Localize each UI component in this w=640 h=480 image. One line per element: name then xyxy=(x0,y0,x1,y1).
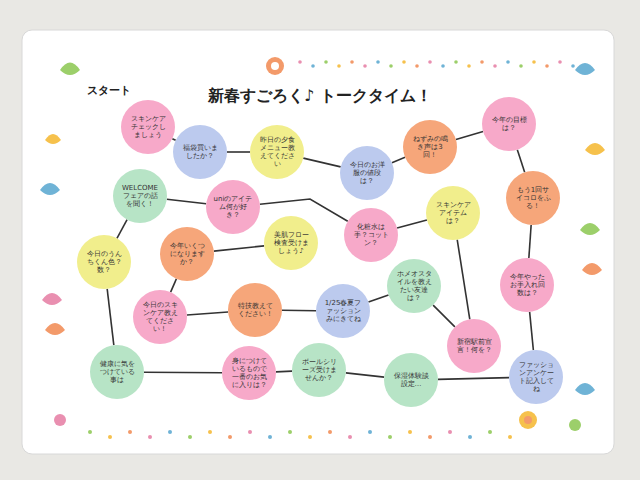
path-line xyxy=(368,295,388,302)
path-line xyxy=(438,378,509,380)
talk-circle: 特技教えてください！ xyxy=(228,283,282,337)
talk-circle: スキンケアアイテムは？ xyxy=(426,186,480,240)
circle-text: 特技教えてください！ xyxy=(236,302,275,318)
talk-circle: 1/25春夏ファッションみにきてね xyxy=(316,284,370,338)
talk-circle: 昨日の夕食メニュー教えてください xyxy=(250,125,304,179)
circle-text: ファッションアンケート記入してね xyxy=(517,361,556,393)
talk-circle: 新宿駅前宣言！何を？ xyxy=(447,319,501,373)
dot-border xyxy=(88,60,575,439)
path-line xyxy=(457,240,470,320)
path-line xyxy=(456,132,483,140)
circle-text: 今年いくつになりますか？ xyxy=(168,242,207,266)
talk-circle: 今年やったお手入れ回数は？ xyxy=(500,258,554,312)
path-line xyxy=(227,151,250,153)
circle-text: 美肌フロー検査受けましょう♪ xyxy=(272,231,311,255)
start-label: スタート xyxy=(87,83,131,98)
path-line xyxy=(107,289,114,345)
talk-circle: もう1回サイコロをふる！ xyxy=(506,171,560,225)
circle-text: ボールシリーズ受けませんか？ xyxy=(300,358,339,382)
talk-circle: 今年いくつになりますか？ xyxy=(160,227,214,281)
circle-text: スキンケアアイテムは？ xyxy=(434,201,473,225)
talk-circle: 今日のうんちくん色？数？ xyxy=(77,235,131,289)
circle-text: 身につけているもので一番のお気に入りは？ xyxy=(230,357,269,389)
circle-text: 健康に気をつけている事は xyxy=(98,360,137,384)
talk-circle: 健康に気をつけている事は xyxy=(90,345,144,399)
path-line xyxy=(346,373,384,377)
talk-circle: 今年の目標は？ xyxy=(482,97,536,151)
circle-text: 保湿体験談設定… xyxy=(392,372,431,388)
talk-circle: 化粧水は手？コットン？ xyxy=(344,208,398,262)
circle-text: 福袋買いましたか？ xyxy=(181,144,220,160)
path-line xyxy=(276,370,292,372)
talk-circle: 今日のお洋服の値段は？ xyxy=(340,146,394,200)
circle-text: 化粧水は手？コットン？ xyxy=(352,223,391,247)
circle-text: もう1回サイコロをふる！ xyxy=(514,186,553,210)
talk-circle: 美肌フロー検査受けましょう♪ xyxy=(264,216,318,270)
path-line xyxy=(517,150,524,173)
circle-text: 今年の目標は？ xyxy=(490,116,529,132)
circle-text: 1/25春夏ファッションみにきてね xyxy=(324,299,363,323)
path-line xyxy=(433,305,455,327)
path-line xyxy=(397,220,427,228)
talk-circle: ボールシリーズ受けませんか？ xyxy=(292,343,346,397)
talk-circle: ねずみの鳴き声は3回！ xyxy=(403,120,457,174)
talk-circle: WELCOMEフェアの話を聞く！ xyxy=(113,169,167,223)
path-line xyxy=(303,158,340,167)
circle-text: ホメオスタイルを教えたい友達は？ xyxy=(395,270,434,302)
circle-text: 昨日の夕食メニュー教えてください xyxy=(258,136,297,168)
path-line xyxy=(260,199,348,221)
path-line xyxy=(171,279,177,292)
path-line xyxy=(282,310,316,312)
path-line xyxy=(529,225,531,258)
path-line xyxy=(392,157,405,162)
circle-text: 新宿駅前宣言！何を？ xyxy=(455,338,494,354)
talk-circle: スタートスキンケアチェックしましょう xyxy=(121,100,175,154)
talk-circle: 今日のスキンケア教えてください！ xyxy=(133,290,187,344)
talk-circle: uniのアイテム何が好き？ xyxy=(206,180,260,234)
circle-text: 今日のお洋服の値段は？ xyxy=(348,161,387,185)
path-line xyxy=(214,246,264,251)
path-line xyxy=(144,371,222,373)
talk-circle: ファッションアンケート記入してね xyxy=(509,350,563,404)
circle-text: uniのアイテム何が好き？ xyxy=(214,195,253,219)
border-ornaments xyxy=(40,57,605,431)
talk-circle: 保湿体験談設定… xyxy=(384,353,438,407)
circle-text: スキンケアチェックしましょう xyxy=(129,115,168,139)
path-line xyxy=(167,199,206,204)
circle-text: 今日のうんちくん色？数？ xyxy=(85,250,124,274)
circle-text: 今日のスキンケア教えてください！ xyxy=(141,301,180,333)
path-line xyxy=(530,312,534,350)
talk-circle: ホメオスタイルを教えたい友達は？ xyxy=(387,259,441,313)
talk-circle: 身につけているもので一番のお気に入りは？ xyxy=(222,346,276,400)
circle-text: ねずみの鳴き声は3回！ xyxy=(411,135,450,159)
circle-text: WELCOMEフェアの話を聞く！ xyxy=(121,184,160,208)
talk-circle: 福袋買いましたか？ xyxy=(173,125,227,179)
path-line xyxy=(117,220,127,239)
circle-text: 今年やったお手入れ回数は？ xyxy=(508,273,547,297)
path-line xyxy=(187,312,228,315)
